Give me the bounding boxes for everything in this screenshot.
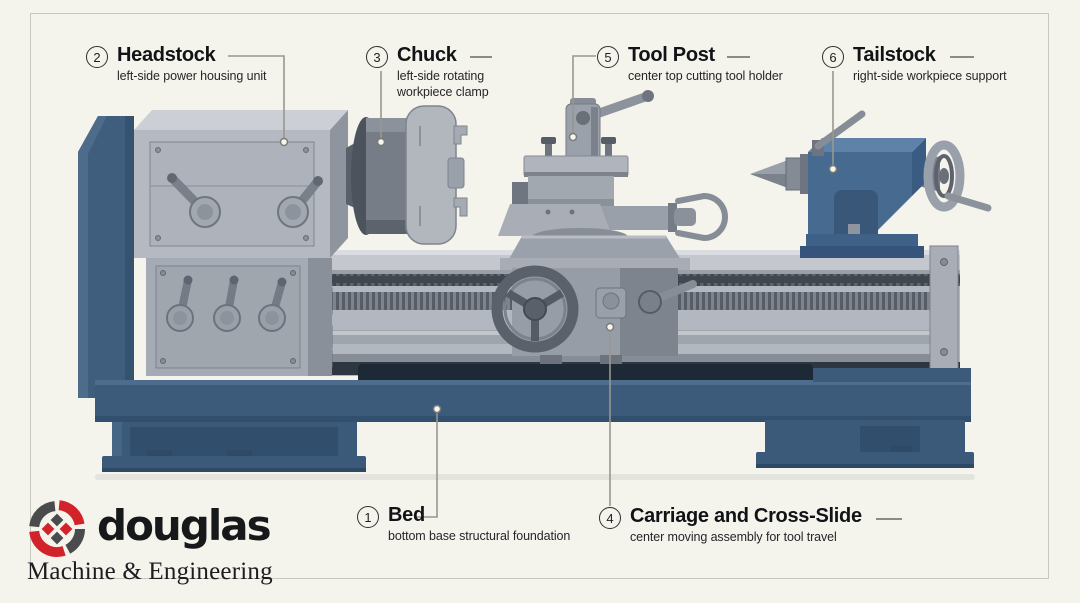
label-bed-desc: bottom base structural foundation <box>388 529 571 543</box>
label-toolpost: 5 Tool Post center top cutting tool hold… <box>597 45 783 83</box>
label-chuck-desc: left-side rotating workpiece clamp <box>397 69 489 99</box>
leader-line-toolpost <box>572 55 596 134</box>
label-headstock: 2 Headstock left-side power housing unit <box>86 45 266 83</box>
douglas-logo-icon <box>29 500 85 557</box>
label-toolpost-number: 5 <box>597 46 619 68</box>
marker-carriage <box>605 322 615 332</box>
base-bed-illustration <box>95 364 975 480</box>
label-bed: 1 Bed bottom base structural foundation <box>357 505 570 543</box>
marker-bed <box>432 404 442 414</box>
label-tailstock-title: Tailstock <box>853 44 936 66</box>
marker-chuck <box>376 137 386 147</box>
label-chuck: 3 Chuck left-side rotating workpiece cla… <box>366 45 515 100</box>
label-headstock-number: 2 <box>86 46 108 68</box>
leader-lines <box>228 55 834 518</box>
label-chuck-title: Chuck <box>397 44 457 66</box>
leader-dashes <box>470 56 974 520</box>
headstock-illustration <box>134 110 348 376</box>
logo-tagline: Machine & Engineering <box>27 558 273 585</box>
label-chuck-number: 3 <box>366 46 388 68</box>
leader-line-headstock <box>228 55 285 139</box>
leader-line-bed <box>415 412 438 518</box>
carriage-illustration <box>491 90 728 364</box>
marker-headstock <box>279 137 289 147</box>
label-tailstock: 6 Tailstock right-side workpiece support <box>822 45 1007 83</box>
label-toolpost-title: Tool Post <box>628 44 715 66</box>
label-headstock-title: Headstock <box>117 44 216 66</box>
label-tailstock-number: 6 <box>822 46 844 68</box>
label-carriage-title: Carriage and Cross-Slide <box>630 505 862 527</box>
logo-brand: douglas <box>97 501 272 550</box>
label-bed-number: 1 <box>357 506 379 528</box>
label-tailstock-desc: right-side workpiece support <box>853 69 1007 83</box>
logo-center-pinwheel <box>41 513 73 545</box>
label-toolpost-desc: center top cutting tool holder <box>628 69 783 83</box>
marker-tailstock <box>828 164 838 174</box>
left-support-illustration <box>78 116 134 398</box>
leader-markers <box>279 132 838 414</box>
label-headstock-desc: left-side power housing unit <box>117 69 267 83</box>
label-carriage-desc: center moving assembly for tool travel <box>630 530 837 544</box>
label-bed-title: Bed <box>388 504 425 526</box>
chuck-illustration <box>346 105 468 245</box>
label-carriage: 4 Carriage and Cross-Slide center moving… <box>599 506 862 544</box>
label-carriage-number: 4 <box>599 507 621 529</box>
marker-toolpost <box>568 132 578 142</box>
tailstock-illustration <box>750 110 992 258</box>
